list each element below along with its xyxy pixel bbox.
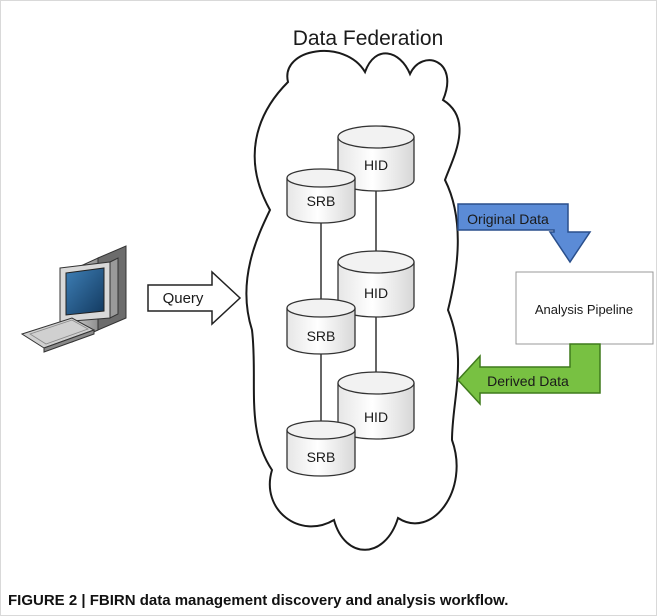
srb-label: SRB xyxy=(307,193,336,209)
diagram-title: Data Federation xyxy=(293,27,444,50)
srb-storage: SRB xyxy=(286,420,356,477)
hid-database: HID xyxy=(337,125,415,192)
derived-data-label: Derived Data xyxy=(487,373,569,389)
hid-database: HID xyxy=(337,371,415,440)
hid-database: HID xyxy=(337,250,415,318)
srb-storage: SRB xyxy=(286,298,356,355)
derived-data-arrow: Derived Data xyxy=(456,343,601,406)
srb-label: SRB xyxy=(307,328,336,344)
original-data-arrow: Original Data xyxy=(457,203,592,264)
query-label: Query xyxy=(163,290,204,307)
hid-label: HID xyxy=(364,157,388,173)
connector-lines xyxy=(320,190,377,428)
original-data-label: Original Data xyxy=(467,211,549,227)
hid-label: HID xyxy=(364,409,388,425)
analysis-pipeline-label: Analysis Pipeline xyxy=(535,302,633,317)
workflow-diagram: Data Federation HID HID HID SRB SRB SR xyxy=(20,27,654,551)
hid-label: HID xyxy=(364,285,388,301)
srb-label: SRB xyxy=(307,449,336,465)
srb-storage: SRB xyxy=(286,168,356,224)
analysis-pipeline-box: Analysis Pipeline xyxy=(515,271,654,345)
desktop-computer-icon xyxy=(20,245,127,353)
query-arrow: Query xyxy=(147,270,242,326)
figure-caption: FIGURE 2 | FBIRN data management discove… xyxy=(8,592,509,609)
